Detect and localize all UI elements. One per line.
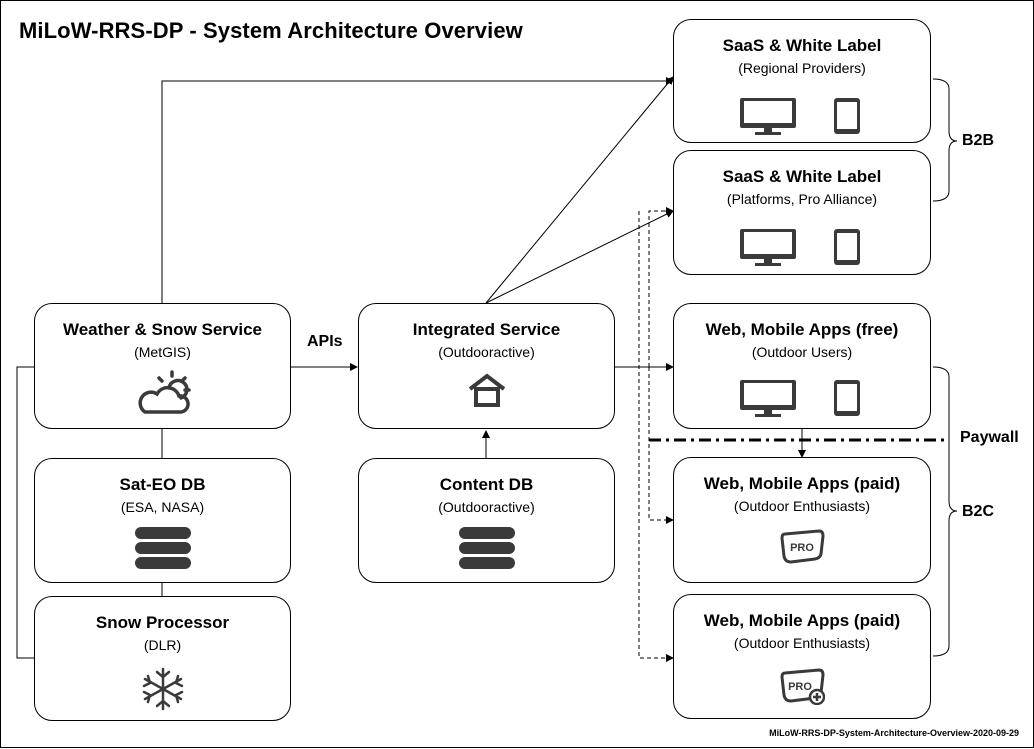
node-saas-regional-providers: SaaS & White Label (Regional Providers) [673, 19, 931, 143]
database-icon [134, 527, 191, 569]
connector-dashed-to-apps-paid-1 [648, 367, 674, 524]
connector-dashed-to-apps-paid-2 [638, 211, 674, 662]
b2b-label: B2B [962, 132, 995, 149]
svg-text:PRO: PRO [790, 542, 814, 554]
node-title: Sat-EO DB [119, 475, 206, 494]
node-snow-processor: Snow Processor (DLR) [34, 596, 291, 721]
node-apps-paid-1: Web, Mobile Apps (paid) (Outdoor Enthusi… [673, 457, 931, 583]
footer-filename: MiLoW-RRS-DP-System-Architecture-Overvie… [769, 728, 1019, 738]
monitor-tablet-icon [740, 98, 860, 135]
node-subtitle: (ESA, NASA) [120, 499, 205, 515]
weather-cloud-sun-icon [137, 370, 191, 414]
apis-label: APIs [307, 333, 343, 350]
house-icon [468, 373, 505, 407]
pro-badge-icon: PRO [780, 529, 825, 564]
node-content-db: Content DB (Outdooractive) [358, 458, 615, 583]
node-title: SaaS & White Label [722, 167, 882, 186]
node-subtitle: (Outdooractive) [438, 499, 535, 515]
monitor-tablet-icon [740, 380, 860, 417]
node-sat-eo-db: Sat-EO DB (ESA, NASA) [34, 458, 291, 583]
node-title: Web, Mobile Apps (paid) [703, 611, 901, 630]
connector-weather-to-saas-regional [161, 77, 674, 303]
b2c-label: B2C [962, 503, 995, 520]
node-subtitle: (DLR) [143, 637, 182, 653]
b2c-bracket [932, 366, 958, 657]
connector-integrated-to-saas-platforms [485, 210, 674, 304]
node-integrated-service: Integrated Service (Outdooractive) [358, 303, 615, 429]
node-subtitle: (Platforms, Pro Alliance) [726, 191, 878, 207]
node-title: Snow Processor [95, 613, 230, 632]
svg-text:PRO: PRO [788, 681, 812, 693]
node-saas-platforms: SaaS & White Label (Platforms, Pro Allia… [673, 150, 931, 275]
node-title: Web, Mobile Apps (paid) [703, 474, 901, 493]
node-title: Content DB [439, 475, 534, 494]
database-icon [458, 527, 515, 569]
node-title: Weather & Snow Service [62, 320, 263, 339]
node-subtitle: (Regional Providers) [738, 60, 866, 76]
node-subtitle: (Outdooractive) [438, 344, 535, 360]
node-weather-snow-service: Weather & Snow Service (MetGIS) [34, 303, 291, 429]
snowflake-icon [142, 667, 183, 711]
node-subtitle: (Outdoor Users) [751, 344, 853, 360]
paywall-label: Paywall [960, 429, 1019, 446]
node-apps-paid-2: Web, Mobile Apps (paid) (Outdoor Enthusi… [673, 594, 931, 719]
b2b-bracket [932, 78, 958, 202]
connector-integrated-to-saas-regional [485, 76, 674, 304]
node-title: Web, Mobile Apps (free) [705, 320, 899, 339]
monitor-tablet-icon [740, 229, 860, 266]
node-title: Integrated Service [412, 320, 561, 339]
node-apps-free: Web, Mobile Apps (free) (Outdoor Users) [673, 303, 931, 429]
node-title: SaaS & White Label [722, 36, 882, 55]
node-subtitle: (Outdoor Enthusiasts) [733, 498, 871, 514]
node-subtitle: (Outdoor Enthusiasts) [733, 635, 871, 651]
connector-dashed-to-saas-platforms [648, 207, 674, 367]
node-subtitle: (MetGIS) [134, 344, 191, 360]
connector-left-loop [16, 366, 34, 659]
page-title: MiLoW-RRS-DP - System Architecture Overv… [19, 18, 523, 43]
pro-plus-badge-icon: PRO [780, 668, 825, 705]
